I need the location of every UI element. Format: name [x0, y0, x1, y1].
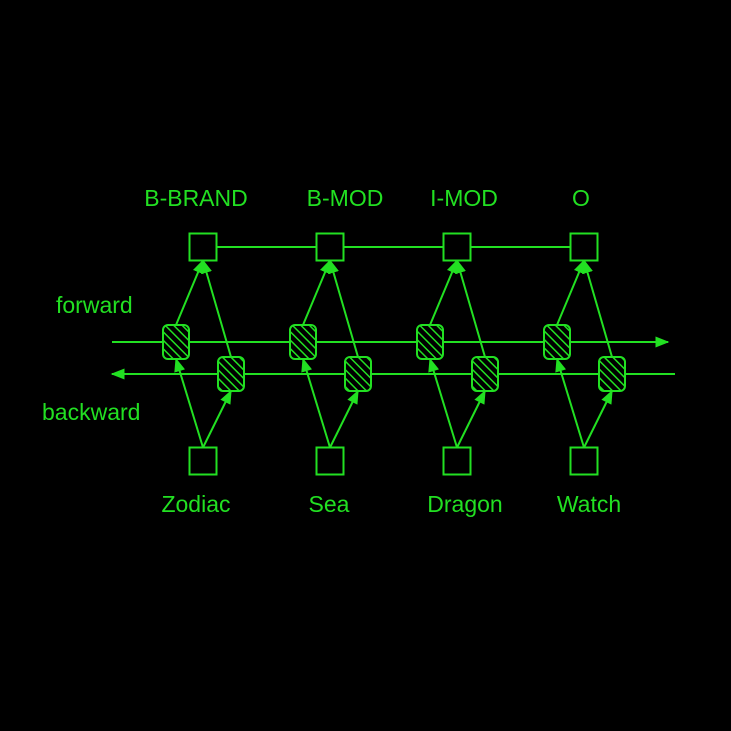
input-to-backward-arrow: [583, 389, 613, 448]
input-word-box: [442, 446, 472, 476]
forward-lstm-cell: [162, 324, 190, 360]
backward-to-output-arrow: [582, 259, 613, 358]
top-label: B-BRAND: [144, 185, 248, 211]
top-label: O: [572, 185, 590, 211]
input-to-forward-arrow: [301, 357, 331, 448]
input-word-box: [315, 446, 345, 476]
network-shapes: [110, 232, 675, 476]
backward-lstm-cell: [471, 356, 499, 392]
side-label-forward: forward: [56, 292, 133, 318]
backward-to-output-arrow: [455, 259, 486, 358]
bottom-label: Zodiac: [161, 491, 230, 517]
output-tag-box: [569, 232, 599, 262]
output-tag-box: [188, 232, 218, 262]
input-to-backward-arrow: [329, 389, 359, 448]
forward-lstm-cell: [543, 324, 571, 360]
backward-lstm-cell: [344, 356, 372, 392]
top-label: I-MOD: [430, 185, 498, 211]
forward-to-output-arrow: [175, 259, 204, 326]
input-word-box: [569, 446, 599, 476]
forward-lstm-cell: [289, 324, 317, 360]
input-word-box: [188, 446, 218, 476]
forward-lstm-cell: [416, 324, 444, 360]
forward-to-output-arrow: [556, 259, 585, 326]
forward-to-output-arrow: [302, 259, 331, 326]
input-to-backward-arrow: [456, 389, 486, 448]
input-to-forward-arrow: [174, 357, 204, 448]
forward-to-output-arrow: [429, 259, 458, 326]
top-label: B-MOD: [307, 185, 384, 211]
bottom-label: Dragon: [427, 491, 502, 517]
input-to-forward-arrow: [555, 357, 585, 448]
backward-to-output-arrow: [201, 259, 232, 358]
bottom-label: Sea: [309, 491, 350, 517]
backward-to-output-arrow: [328, 259, 359, 358]
backward-lstm-cell: [598, 356, 626, 392]
input-to-forward-arrow: [428, 357, 458, 448]
output-tag-box: [442, 232, 472, 262]
bottom-label: Watch: [557, 491, 621, 517]
output-tag-box: [315, 232, 345, 262]
input-to-backward-arrow: [202, 389, 232, 448]
backward-lstm-cell: [217, 356, 245, 392]
side-label-backward: backward: [42, 399, 140, 425]
